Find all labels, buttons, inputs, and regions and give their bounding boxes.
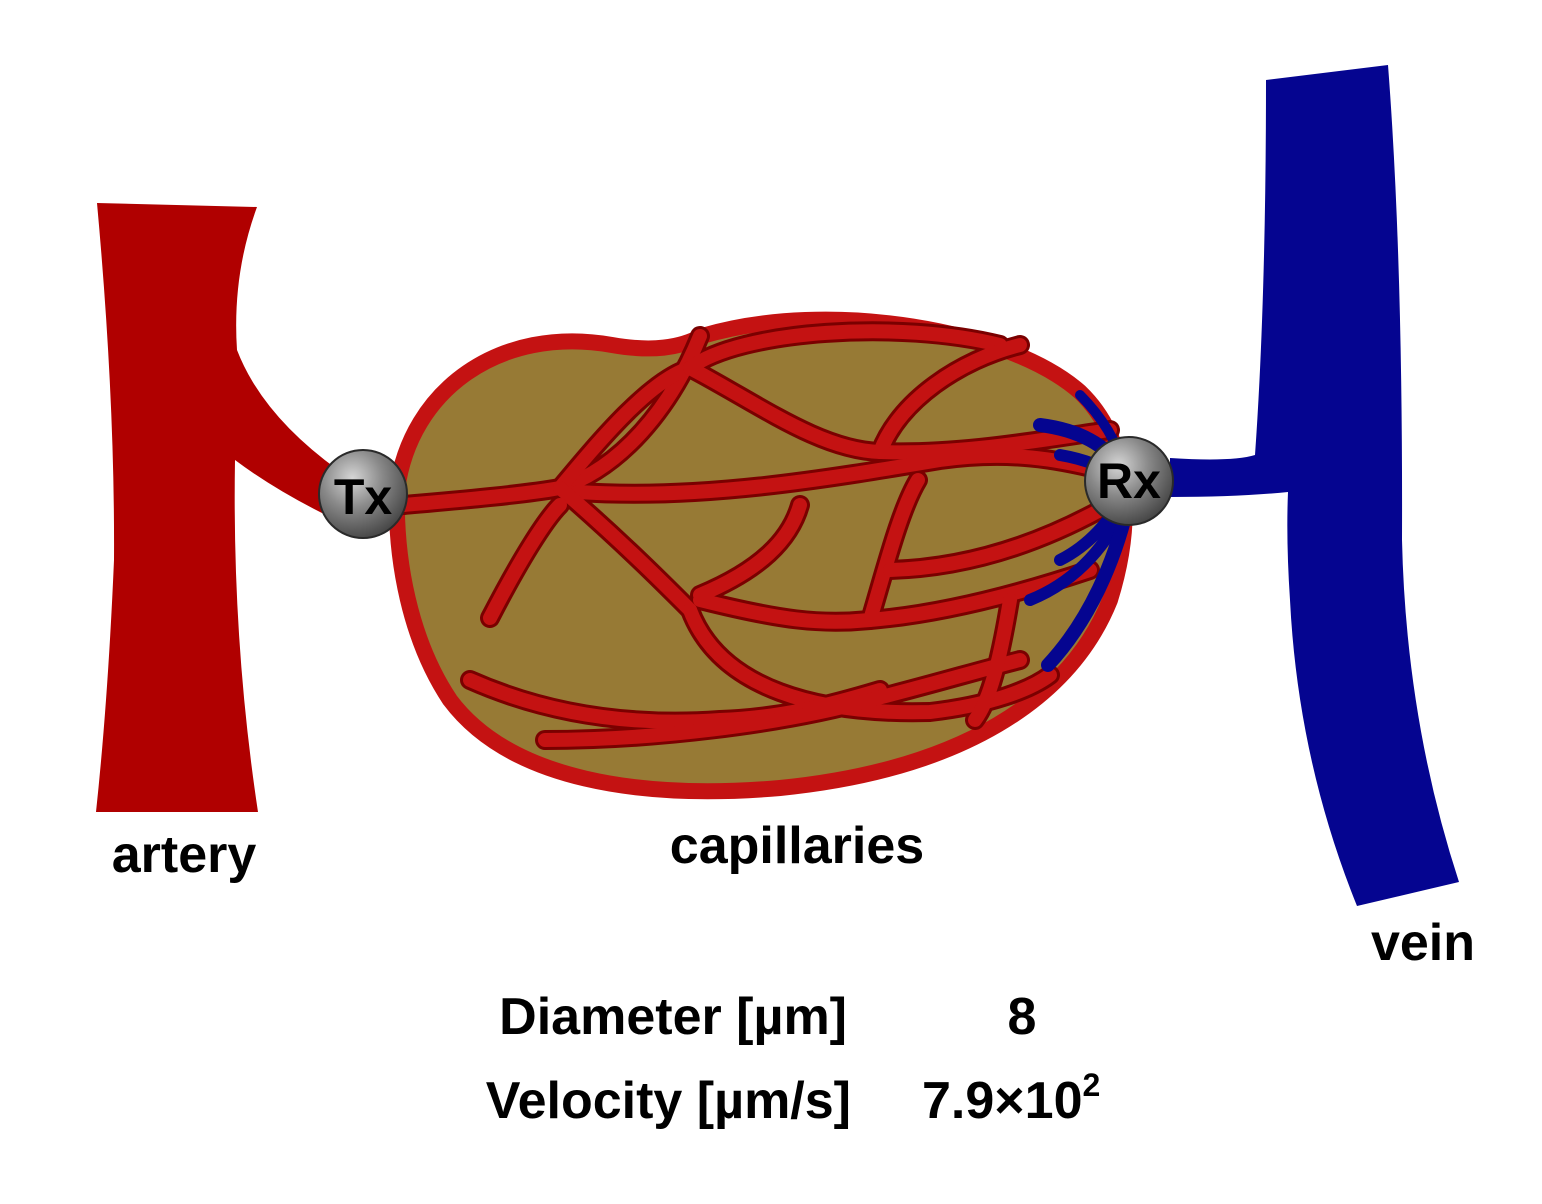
artery-label: artery (112, 826, 257, 884)
tx-label: Tx (334, 469, 393, 525)
velocity-value: 7.9×102 (922, 1067, 1100, 1130)
property-table: Diameter [µm] 8 Velocity [µm/s] 7.9×102 (486, 988, 1101, 1130)
tx-node-circle (318, 449, 408, 539)
velocity-mantissa: 7.9×10 (922, 1072, 1083, 1130)
vein-vessel (1170, 65, 1459, 906)
velocity-exponent: 2 (1083, 1067, 1101, 1103)
rx-label: Rx (1097, 453, 1161, 509)
rx-node: Rx (1084, 436, 1174, 526)
capillary-vessels (394, 321, 1120, 750)
diameter-value: 8 (1008, 988, 1037, 1046)
capillaries-label: capillaries (670, 817, 924, 875)
velocity-label: Velocity [µm/s] (486, 1072, 851, 1130)
artery-vessel (96, 203, 338, 812)
diameter-label: Diameter [µm] (499, 988, 847, 1046)
vein-label: vein (1371, 914, 1475, 972)
rx-node-circle (1084, 436, 1174, 526)
tx-node: Tx (318, 449, 408, 539)
